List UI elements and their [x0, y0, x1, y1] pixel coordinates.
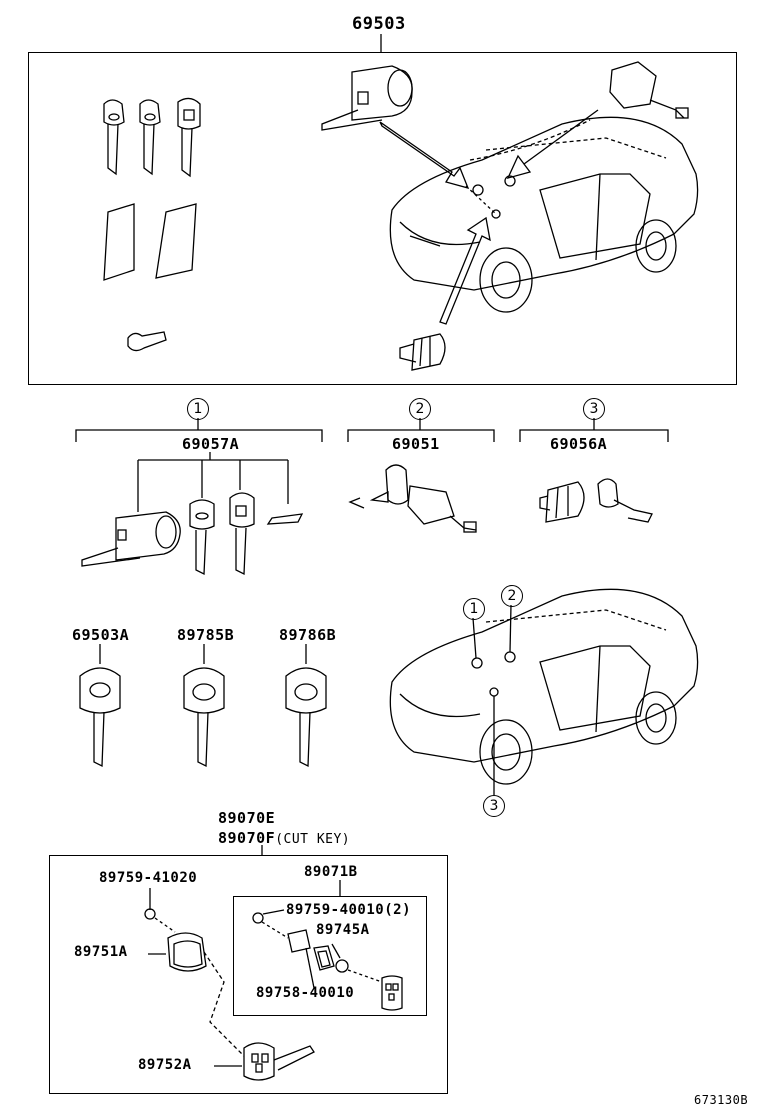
label-plate: 89758-40010	[256, 985, 355, 1001]
arrow-to-door	[506, 109, 599, 179]
key-icon-top-1	[103, 99, 125, 176]
label-cover: 89751A	[74, 944, 128, 960]
label-transmitter-e: 89070E	[218, 809, 276, 827]
cover-icon-89751a	[148, 932, 245, 1057]
bracket-group3	[519, 429, 669, 442]
case-subbox	[233, 896, 427, 1016]
label-group1: 69057A	[182, 435, 240, 453]
label-battery: 89745A	[316, 922, 370, 938]
case-icon-89071b	[287, 929, 403, 1011]
key-icon-top-2	[139, 99, 161, 176]
label-key1: 69503A	[72, 626, 130, 644]
car-illustration-bottom	[389, 588, 699, 795]
label-case: 89071B	[304, 864, 358, 880]
key-icon-g1-1	[189, 499, 215, 576]
screw-icon-top	[127, 331, 167, 352]
label-screw-2: 89759-40010(2)	[286, 902, 412, 918]
label-group2: 69051	[392, 435, 440, 453]
label-key-blank: 89752A	[138, 1057, 192, 1073]
key-icon-top-3	[177, 97, 201, 178]
main-assembly-box	[28, 52, 737, 385]
callout-1-car: 1	[463, 598, 485, 620]
figure-id: 673130B	[694, 1093, 749, 1107]
label-transmitter-f: 89070F(CUT KEY)	[218, 829, 350, 847]
callout-3-car: 3	[483, 795, 505, 817]
label-key3: 89786B	[279, 626, 337, 644]
label-main-assembly: 69503	[352, 14, 406, 34]
arrow-to-trunk	[439, 216, 491, 325]
door-lock-icon-top	[609, 61, 689, 119]
transmitter-box	[49, 855, 448, 1094]
transmitter-f-number: 89070F	[218, 829, 276, 847]
screw-icon-89759-40010	[252, 909, 289, 939]
card-icon-2	[155, 203, 197, 279]
group1-branches	[137, 452, 289, 512]
key-icon-89785b	[183, 644, 225, 768]
key-icon-89752a	[214, 1042, 315, 1081]
transmitter-f-note: (CUT KEY)	[275, 832, 351, 847]
trunk-cylinder-icon-g3	[539, 478, 653, 523]
key-icon-69503a	[79, 644, 121, 768]
bracket-group1	[75, 429, 323, 442]
key-icon-g1-2	[229, 492, 255, 576]
screw-icon-89759-41020	[144, 888, 176, 933]
car-illustration-top	[389, 116, 699, 313]
arrow-to-ignition	[379, 121, 470, 189]
callout-2-car: 2	[501, 585, 523, 607]
key-icon-89786b	[285, 644, 327, 768]
label-screw-1: 89759-41020	[99, 870, 198, 886]
ignition-cylinder-icon-top	[321, 65, 413, 131]
card-icon-1	[103, 203, 135, 281]
ignition-cylinder-icon-g1	[81, 511, 181, 567]
card-icon-g1	[266, 513, 304, 525]
label-key2: 89785B	[177, 626, 235, 644]
label-group3: 69056A	[550, 435, 608, 453]
bracket-group2	[347, 429, 495, 442]
door-lock-icon-g2	[348, 464, 477, 533]
trunk-cylinder-icon-top	[399, 333, 446, 371]
